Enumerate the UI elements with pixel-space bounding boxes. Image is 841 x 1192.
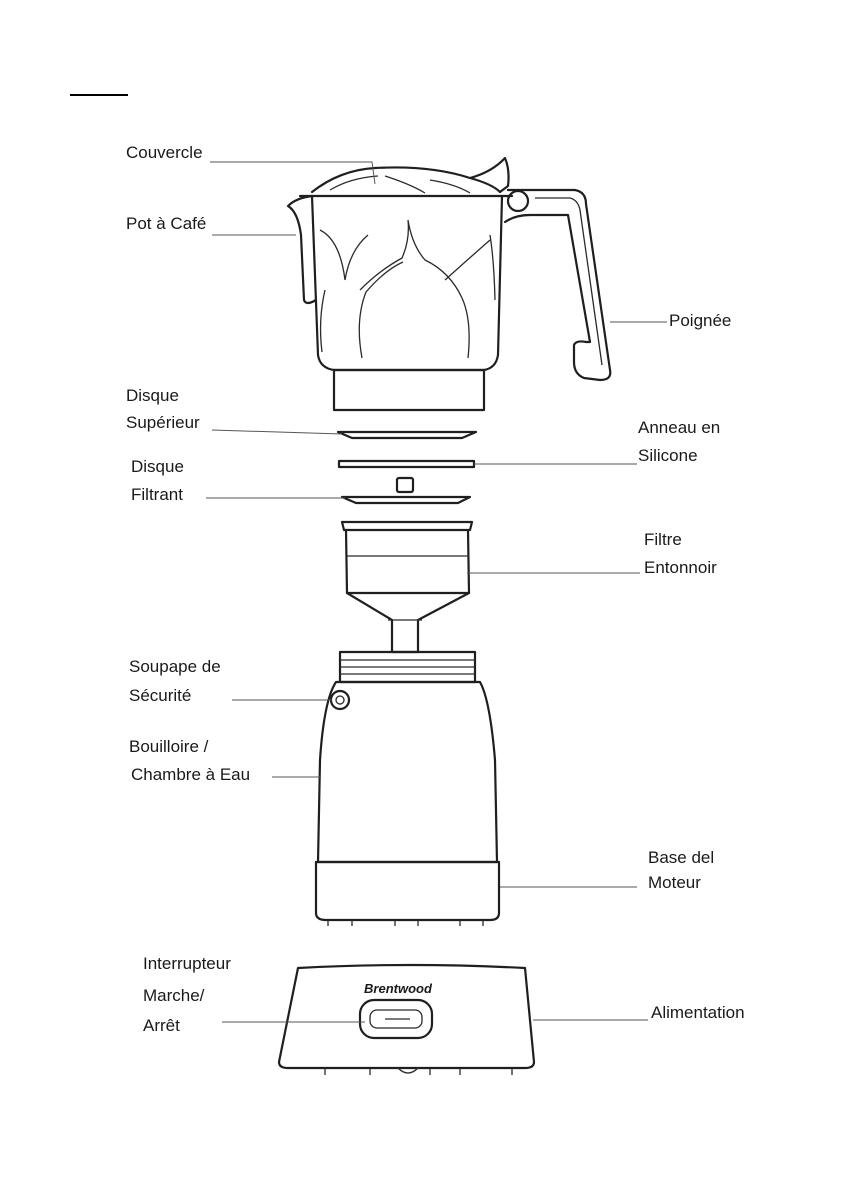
label-interrupteur-1: Interrupteur xyxy=(143,951,231,977)
label-base-2: Moteur xyxy=(648,870,701,896)
upper-disc-drawing xyxy=(338,432,476,438)
brand-logo: Brentwood xyxy=(364,981,433,996)
label-poignee: Poignée xyxy=(669,308,731,334)
water-chamber-drawing xyxy=(316,652,499,926)
label-anneau-1: Anneau en xyxy=(638,415,720,441)
label-interrupteur-2: Marche/ xyxy=(143,983,204,1009)
label-bouilloire-2: Chambre à Eau xyxy=(131,762,250,788)
label-base-1: Base del xyxy=(648,845,714,871)
label-soupape-1: Soupape de xyxy=(129,654,221,680)
label-bouilloire-1: Bouilloire / xyxy=(129,734,208,760)
funnel-filter-drawing xyxy=(342,522,472,652)
label-interrupteur-3: Arrêt xyxy=(143,1013,180,1039)
label-anneau-2: Silicone xyxy=(638,443,698,469)
label-disque-filtrant-2: Filtrant xyxy=(131,482,183,508)
label-disque-filtrant-1: Disque xyxy=(131,454,184,480)
label-filtre-2: Entonnoir xyxy=(644,555,717,581)
label-disque-superieur-2: Supérieur xyxy=(126,410,200,436)
label-disque-superieur-1: Disque xyxy=(126,383,179,409)
label-soupape-2: Sécurité xyxy=(129,683,191,709)
coffee-pot-drawing xyxy=(288,158,610,410)
label-alimentation: Alimentation xyxy=(651,1000,745,1026)
filter-disc-drawing xyxy=(342,478,470,503)
silicone-ring-drawing xyxy=(339,461,474,467)
label-pot: Pot à Café xyxy=(126,211,206,237)
label-filtre-1: Filtre xyxy=(644,527,682,553)
label-couvercle: Couvercle xyxy=(126,140,203,166)
